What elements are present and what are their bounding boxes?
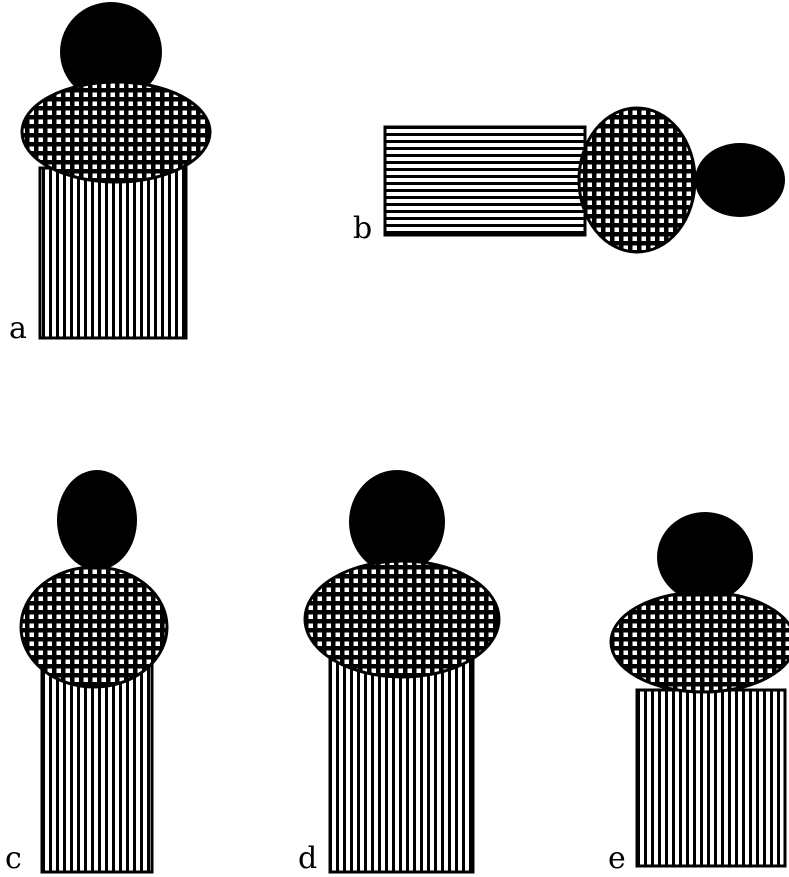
head-e [611, 592, 789, 692]
cap-b [695, 143, 785, 217]
panel-c: c [5, 470, 167, 876]
label-a: a [9, 311, 27, 346]
stalk-a [40, 168, 186, 338]
label-c: c [5, 841, 22, 876]
cap-e [657, 512, 753, 602]
head-b [579, 108, 695, 252]
stalk-d [330, 660, 473, 872]
stalk-e [637, 690, 785, 866]
label-d: d [298, 841, 317, 876]
panel-e: e [608, 512, 789, 876]
stalk-b [385, 127, 585, 235]
panel-d: d [298, 470, 499, 876]
head-a [22, 82, 210, 182]
cap-c [57, 470, 137, 570]
label-b: b [353, 211, 372, 246]
panel-a: a [9, 2, 210, 346]
label-e: e [608, 841, 626, 876]
stalk-c [42, 660, 152, 872]
head-d [305, 561, 499, 677]
head-c [21, 567, 167, 687]
panel-b: b [353, 108, 785, 252]
cap-d [349, 470, 445, 574]
